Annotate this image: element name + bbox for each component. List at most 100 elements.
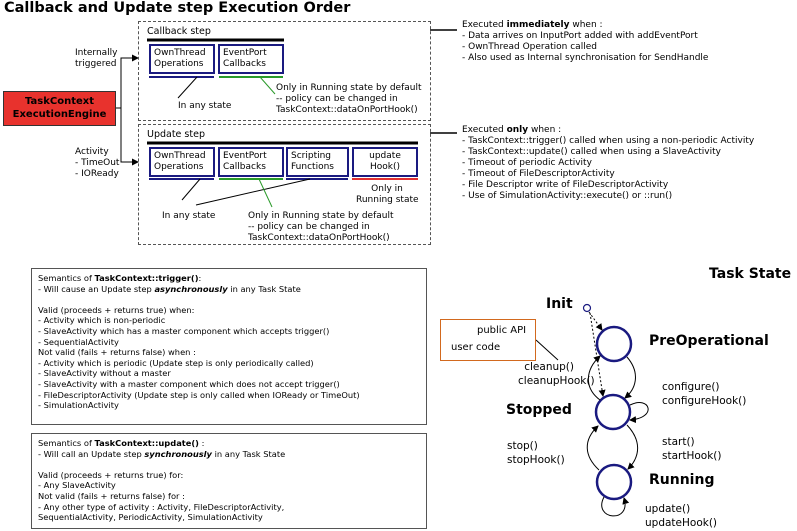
- sem-line: - SlaveActivity with a master component …: [38, 378, 340, 389]
- running-label: Running: [649, 472, 715, 488]
- task-state-title: Task State: [709, 266, 792, 282]
- taskcontext-box: TaskContext ExecutionEngine: [3, 91, 116, 126]
- heading-prefix: Semantics of: [38, 273, 95, 283]
- sem-line: - SimulationActivity: [38, 400, 119, 411]
- taskcontext-label: TaskContext: [24, 96, 94, 107]
- timeout-line: - TimeOut: [75, 158, 120, 168]
- cell-line: Callbacks: [223, 162, 266, 172]
- only-item: - TaskContext::update() called when usin…: [462, 147, 721, 157]
- note-line: TaskContext::dataOnPortHook(): [248, 233, 390, 243]
- sem-line: - SlaveActivity which has a master compo…: [38, 325, 330, 336]
- only-heading: Executed only when :: [462, 125, 754, 136]
- activity-label: Activity - TimeOut - IOReady: [75, 147, 119, 180]
- will-suffix: in any Task State: [227, 283, 301, 294]
- stop-hook-text: stopHook(): [507, 454, 565, 466]
- sem-line: - Activity which is periodic (Update ste…: [38, 357, 314, 368]
- cell-line: Hook(): [369, 162, 400, 172]
- cell-line: OwnThread: [154, 48, 206, 58]
- heading-bold: only: [506, 125, 529, 135]
- init-label: Init: [546, 296, 573, 312]
- update-text: update(): [645, 503, 691, 515]
- cell-line: Functions: [291, 162, 334, 172]
- heading-suffix: when :: [569, 20, 603, 30]
- note-line: Only in Running state by default: [248, 211, 394, 221]
- sem-line: Not valid (fails + returns false) when :: [38, 347, 196, 358]
- triggered-line: triggered: [75, 59, 117, 69]
- preoperational-label: PreOperational: [649, 333, 769, 349]
- cleanup-arrow: [587, 355, 601, 401]
- immediately-text: Executed immediately when : - Data arriv…: [462, 20, 708, 64]
- executionengine-label: ExecutionEngine: [12, 109, 107, 120]
- init-circle: [582, 303, 592, 313]
- stopped-label: Stopped: [506, 402, 572, 418]
- heading-bold: TaskContext::update(): [94, 438, 199, 448]
- update-will-line: - Will call an Update step synchronously…: [38, 449, 420, 460]
- will-prefix: - Will call an Update step: [38, 448, 145, 459]
- ioready-line: - IOReady: [75, 169, 119, 179]
- cell-line: Scripting: [291, 151, 332, 161]
- sem-line: Valid (proceeds + returns true) for:: [38, 469, 184, 480]
- callback-step-title: Callback step: [147, 26, 211, 37]
- cell-line: EventPort: [223, 151, 267, 161]
- sem-line: - SequentialActivity: [38, 336, 119, 347]
- heading-prefix: Semantics of: [38, 438, 95, 448]
- sem-line: Valid (proceeds + returns true) when:: [38, 304, 195, 315]
- page-title: Callback and Update step Execution Order: [4, 0, 351, 16]
- update-self-loop: [601, 496, 630, 517]
- internally-line: Internally: [75, 48, 118, 58]
- note-line: -- policy can be changed in: [276, 94, 398, 104]
- immediately-heading: Executed immediately when :: [462, 20, 708, 31]
- trigger-semantics-box: Semantics of TaskContext::trigger(): - W…: [31, 268, 427, 425]
- will-bold: asynchronously: [154, 283, 228, 294]
- cell-line: Operations: [154, 162, 204, 172]
- update-any-pointer-1: [181, 178, 201, 201]
- configure-self-loop: [629, 402, 649, 424]
- will-suffix: in any Task State: [211, 448, 286, 459]
- sem-line: SequentialActivity, PeriodicActivity, Si…: [38, 512, 263, 523]
- sem-line: - Any SlaveActivity: [38, 480, 116, 491]
- sem-line: - SlaveActivity without a master: [38, 368, 171, 379]
- update-cell-updatehook: update Hook(): [352, 147, 418, 177]
- heading-suffix: when :: [528, 125, 562, 135]
- configure-arrow: [624, 356, 636, 399]
- update-cell-ownthread: OwnThread Operations: [149, 147, 215, 177]
- start-hook-text: startHook(): [662, 450, 722, 462]
- heading-suffix: :: [198, 438, 205, 448]
- update-heading: Semantics of TaskContext::update() :: [38, 438, 420, 449]
- stopped-circle: [594, 393, 632, 431]
- immediately-item: - Data arrives on InputPort added with a…: [462, 31, 698, 41]
- note-line: Running state: [356, 195, 419, 205]
- sem-line: - Activity which is non-periodic: [38, 315, 166, 326]
- note-line: Only in Running state by default: [276, 83, 422, 93]
- only-item: - Timeout of FileDescriptorActivity: [462, 169, 615, 179]
- update-any-state: In any state: [162, 211, 216, 221]
- callback-running-pointer: [259, 76, 276, 95]
- note-line: Only in: [371, 184, 403, 194]
- heading-prefix: Executed: [462, 20, 507, 30]
- will-prefix: - Will cause an Update step: [38, 283, 155, 294]
- note-line: TaskContext::dataOnPortHook(): [276, 105, 418, 115]
- update-only-running: Only in Running state: [356, 184, 419, 206]
- sem-line: - FileDescriptorActivity (Update step is…: [38, 389, 360, 400]
- update-cell-eventport: EventPort Callbacks: [218, 147, 284, 177]
- cell-line: Callbacks: [223, 59, 266, 69]
- trigger-heading: Semantics of TaskContext::trigger():: [38, 273, 420, 284]
- immediately-item: - OwnThread Operation called: [462, 42, 597, 52]
- arrow-to-callback: [120, 54, 139, 150]
- internally-triggered-label: Internally triggered: [75, 48, 118, 70]
- update-running-pointer: [258, 178, 273, 208]
- update-cell-scripting: Scripting Functions: [286, 147, 349, 177]
- activity-line: Activity: [75, 147, 109, 157]
- sem-line: [38, 294, 420, 305]
- start-label: start() startHook(): [662, 435, 721, 463]
- heading-bold: immediately: [506, 20, 570, 30]
- trigger-will-line: - Will cause an Update step asynchronous…: [38, 284, 420, 295]
- note-line: -- policy can be changed in: [248, 222, 370, 232]
- cell-line: EventPort: [223, 48, 267, 58]
- callback-any-pointer: [177, 76, 198, 99]
- callback-cell-eventport: EventPort Callbacks: [218, 44, 284, 74]
- configure-label: configure() configureHook(): [662, 380, 746, 408]
- immediately-item: - Also used as Internal synchronisation …: [462, 53, 709, 63]
- heading-bold: TaskContext::trigger(): [94, 273, 199, 283]
